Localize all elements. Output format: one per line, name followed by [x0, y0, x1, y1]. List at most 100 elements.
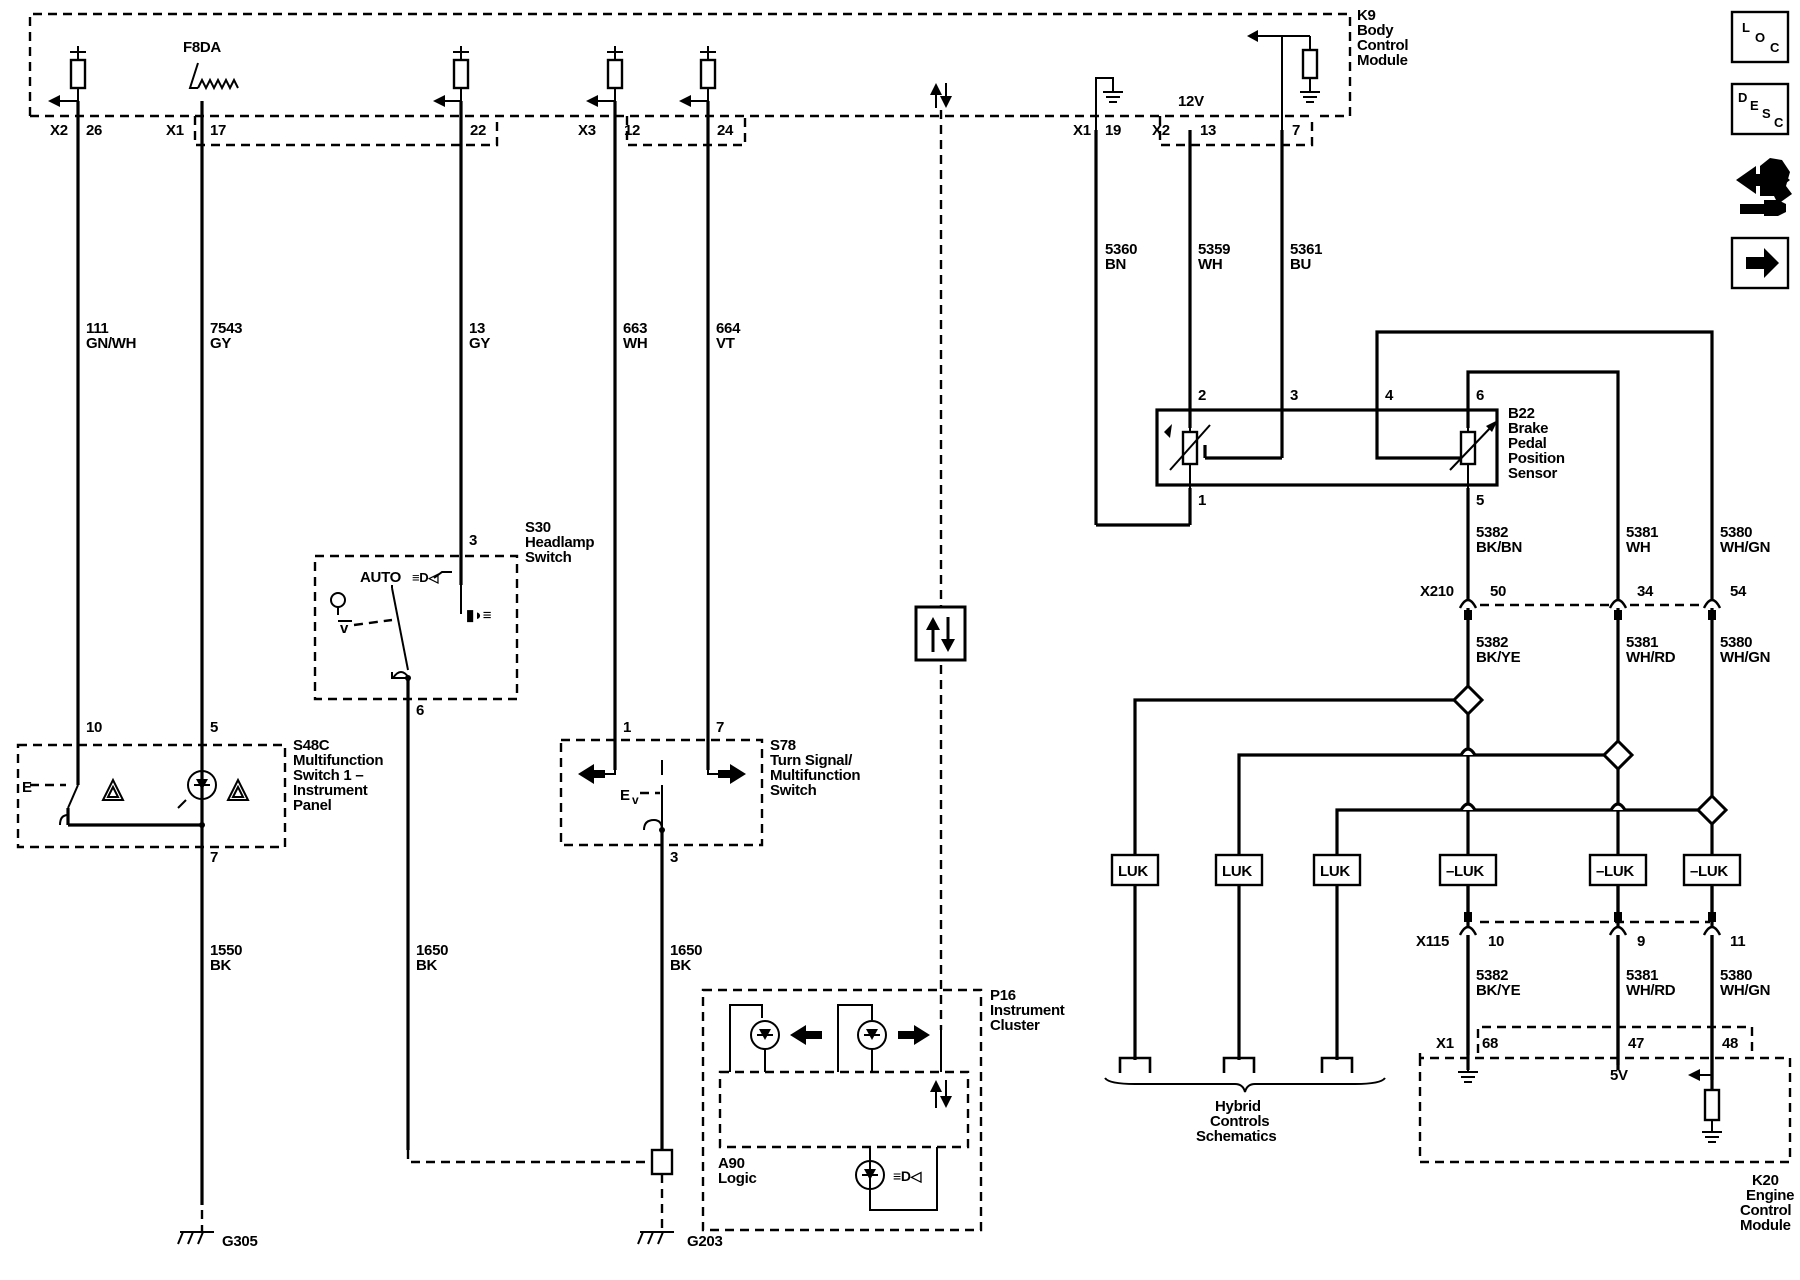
k20-ref: K20 — [1752, 1172, 1779, 1189]
wire-664-number: 664 — [716, 320, 741, 337]
k20-connector-x1: X1 — [1436, 1035, 1454, 1052]
wire-5381c-color: WH/RD — [1626, 982, 1676, 999]
supply-5v-label: 5V — [1610, 1067, 1628, 1084]
nluk-block-3: –LUK — [1690, 863, 1728, 880]
ground-g203-icon — [637, 1231, 674, 1245]
next-page-button[interactable] — [1730, 236, 1790, 290]
s78-name-line2: Multifunction — [770, 767, 860, 784]
wire-5380b-color: WH/GN — [1720, 649, 1770, 666]
wire-5380c-color: WH/GN — [1720, 982, 1770, 999]
s78-pin-7: 7 — [716, 719, 724, 736]
s30-ground-dashed — [406, 1150, 650, 1164]
wire-5381b-number: 5381 — [1626, 634, 1658, 651]
bcm-pin-13: 13 — [1200, 122, 1216, 139]
s30-pin-6: 6 — [416, 702, 424, 719]
x115-pin-10: 10 — [1488, 933, 1504, 950]
wire-5381a-color: WH — [1626, 539, 1650, 556]
b22-name-line4: Sensor — [1508, 465, 1558, 482]
luk-block-3: LUK — [1320, 863, 1350, 880]
b22-sensor-elements — [1164, 410, 1498, 490]
wire-5382a-number: 5382 — [1476, 524, 1508, 541]
s30-pin-3: 3 — [469, 532, 477, 549]
p16-name-line1: Instrument — [990, 1002, 1065, 1019]
p16-ref: P16 — [990, 987, 1016, 1004]
luk-block-1: LUK — [1118, 863, 1148, 880]
desc-button[interactable]: D E S C — [1730, 82, 1790, 136]
nluk-block-2: –LUK — [1596, 863, 1634, 880]
s30-ref: S30 — [525, 519, 551, 536]
wire-5380a-number: 5380 — [1720, 524, 1752, 541]
wire-5381c-number: 5381 — [1626, 967, 1658, 984]
bcm-module-box — [28, 12, 1352, 147]
next-page-arrow-icon — [1746, 248, 1779, 278]
s48c-name-line1: Multifunction — [293, 752, 383, 769]
wire-1650b-number: 1650 — [670, 942, 702, 959]
wire-5382b-color: BK/YE — [1476, 649, 1521, 666]
s48c-name-line2: Switch 1 – — [293, 767, 363, 784]
svg-text:▮◗≡: ▮◗≡ — [466, 607, 492, 624]
loc-letter-o: O — [1755, 30, 1765, 45]
k20-internal-circuits — [1458, 1055, 1722, 1143]
s78-pin-1: 1 — [623, 719, 631, 736]
loc-button[interactable]: L O C — [1730, 10, 1790, 64]
wire-7543-color: GY — [210, 335, 231, 352]
k20-pin-68: 68 — [1482, 1035, 1498, 1052]
x210-pin-54: 54 — [1730, 583, 1747, 600]
b22-sensor-box — [1155, 408, 1499, 487]
k20-name-line1: Engine — [1746, 1187, 1794, 1204]
x115-label: X115 — [1416, 933, 1449, 950]
x115-connector — [1458, 885, 1722, 1090]
p16-name-line2: Cluster — [990, 1017, 1040, 1034]
hybrid-terminals — [1104, 1056, 1386, 1093]
bcm-pin-7: 7 — [1292, 122, 1300, 139]
bcm-pin-17: 17 — [210, 122, 226, 139]
connector-end-view-icon[interactable] — [1736, 158, 1792, 216]
wire-13-color: GY — [469, 335, 490, 352]
loc-letter-l: L — [1742, 20, 1750, 35]
p16-cluster-box — [701, 988, 983, 1232]
desc-letter-e: E — [1750, 98, 1759, 113]
b22-pin-2: 2 — [1198, 387, 1206, 404]
a90-name: Logic — [718, 1170, 757, 1187]
wire-5381a-number: 5381 — [1626, 524, 1658, 541]
supply-12v-label: 12V — [1178, 93, 1204, 110]
bcm-connector-x2: X2 — [50, 122, 68, 139]
svg-text:E: E — [620, 787, 630, 804]
wire-663-number: 663 — [623, 320, 647, 337]
s48c-pin-7: 7 — [210, 849, 218, 866]
bcm-pin-12: 12 — [624, 122, 640, 139]
a90-ref: A90 — [718, 1155, 745, 1172]
luk-blocks — [1110, 853, 1742, 887]
s30-switch-contacts: ≡D◁ ▮◗≡ v — [330, 570, 492, 681]
bcm-pin-26: 26 — [86, 122, 102, 139]
b22-pin-3: 3 — [1290, 387, 1298, 404]
s48c-pin-10: 10 — [86, 719, 102, 736]
svg-text:≡D◁: ≡D◁ — [412, 570, 439, 585]
splice-pack-icon — [650, 1148, 674, 1176]
desc-letter-s: S — [1762, 106, 1771, 121]
wire-5361-number: 5361 — [1290, 241, 1322, 258]
bcm-name-line1: Body — [1357, 22, 1394, 39]
wire-1650b-color: BK — [670, 957, 692, 974]
bcm-name-line2: Control — [1357, 37, 1408, 54]
s48c-name-line3: Instrument — [293, 782, 368, 799]
s48c-switch-contacts: E — [22, 770, 250, 828]
loc-letter-c: C — [1770, 40, 1780, 55]
wire-5382b-number: 5382 — [1476, 634, 1508, 651]
b22-pin-1: 1 — [1198, 492, 1206, 509]
b22-name-line2: Pedal — [1508, 435, 1547, 452]
b22-name-line3: Position — [1508, 450, 1565, 467]
right-circuit-wires — [1094, 130, 1714, 1080]
k20-pin-48: 48 — [1722, 1035, 1738, 1052]
hybrid-name-line1: Hybrid — [1215, 1098, 1261, 1115]
wire-5380c-number: 5380 — [1720, 967, 1752, 984]
s30-switch-box — [313, 554, 519, 701]
wire-1550-number: 1550 — [210, 942, 242, 959]
left-circuit-wires — [76, 101, 710, 1232]
wire-111-number: 111 — [86, 320, 108, 337]
wire-5382a-color: BK/BN — [1476, 539, 1522, 556]
s30-auto-label: AUTO — [360, 569, 402, 586]
nluk-block-1: –LUK — [1446, 863, 1484, 880]
